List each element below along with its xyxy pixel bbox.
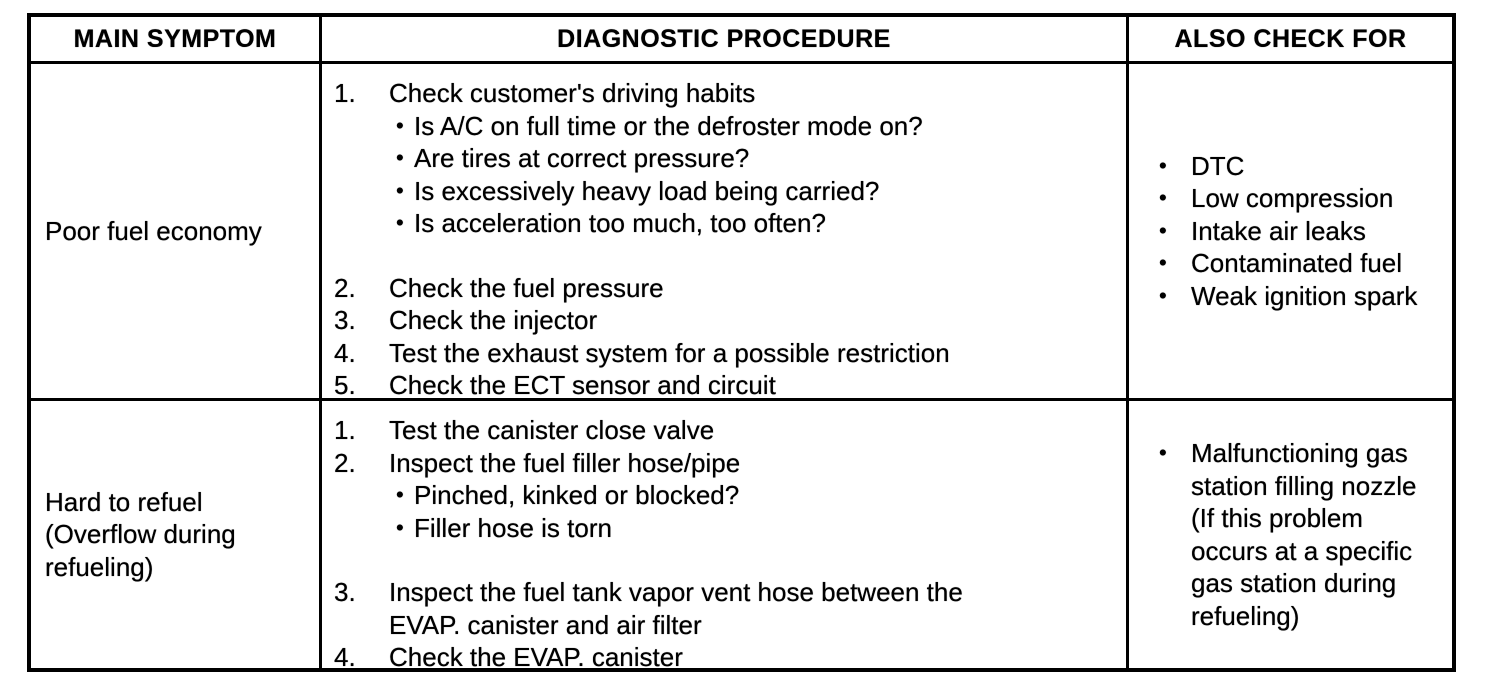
also-check-cell-poor-fuel-economy: • DTC • Low compression • Intake air lea… — [1129, 64, 1452, 401]
bullet-icon: • — [396, 482, 404, 507]
also-check-text: Low compression — [1191, 183, 1394, 214]
bullet-icon: • — [396, 177, 404, 203]
bullet-icon: • — [396, 145, 404, 170]
bullet-icon: • — [396, 112, 404, 138]
procedure-step: 1. Check customer's driving habits — [334, 77, 1126, 110]
column-header-also-check-for: ALSO CHECK FOR — [1129, 17, 1452, 64]
procedure-cell-poor-fuel-economy: 1. Check customer's driving habits • Is … — [322, 64, 1129, 401]
procedure-step: 5. Check the ECT sensor and circuit — [334, 369, 1126, 400]
procedure-step: 4. Check the EVAP. canister — [334, 641, 1126, 668]
procedure-step-text: Inspect the fuel filler hose/pipe — [389, 447, 741, 478]
procedure-step: 3. Check the injector — [334, 304, 1126, 337]
procedure-sub-text: Pinched, kinked or blocked? — [414, 480, 740, 510]
also-check-item: • Low compression — [1159, 182, 1452, 215]
procedure-cell-hard-to-refuel: 1. Test the canister close valve 2. Insp… — [322, 401, 1129, 668]
procedure-step: 3. Inspect the fuel tank vapor vent hose… — [334, 576, 1126, 641]
procedure-sub-bullet: • Filler hose is torn — [334, 512, 1126, 545]
procedure-sub-text: Is excessively heavy load being carried? — [414, 175, 880, 206]
also-check-item: • DTC — [1159, 150, 1452, 183]
procedure-sub-bullet: • Is excessively heavy load being carrie… — [334, 175, 1126, 208]
bullet-icon: • — [1159, 152, 1167, 178]
bullet-icon: • — [1159, 440, 1167, 465]
procedure-step-number: 1. — [334, 415, 356, 445]
also-check-item: • Intake air leaks — [1159, 215, 1452, 248]
procedure-sub-bullet: • Is acceleration too much, too often? — [334, 207, 1126, 240]
also-check-item: • Weak ignition spark — [1159, 280, 1452, 313]
bullet-icon: • — [1159, 217, 1167, 243]
procedure-step-text: Check the ECT sensor and circuit — [389, 370, 776, 400]
also-check-cell-hard-to-refuel: • Malfunctioning gas station filling noz… — [1129, 401, 1452, 668]
bullet-icon: • — [1159, 282, 1167, 308]
procedure-step-text: Test the canister close valve — [389, 415, 715, 445]
procedure-step-number: 4. — [334, 642, 356, 668]
procedure-step-number: 1. — [334, 78, 356, 108]
bullet-icon: • — [396, 514, 404, 540]
procedure-sub-bullet: • Is A/C on full time or the defroster m… — [334, 110, 1126, 143]
bullet-icon: • — [1159, 185, 1167, 211]
diagnostic-table: MAIN SYMPTOM DIAGNOSTIC PROCEDURE ALSO C… — [27, 13, 1456, 672]
procedure-step: 2. Inspect the fuel filler hose/pipe — [334, 447, 1126, 480]
procedure-step-number: 3. — [334, 577, 356, 607]
procedure-sub-text: Is acceleration too much, too often? — [414, 208, 826, 238]
procedure-step-text: Check the EVAP. canister — [389, 642, 683, 668]
procedure-step-number: 4. — [334, 337, 356, 368]
also-check-item: • Contaminated fuel — [1159, 247, 1452, 280]
procedure-step-text: Check customer's driving habits — [389, 78, 756, 108]
column-header-main-symptom: MAIN SYMPTOM — [31, 17, 322, 64]
procedure-step-number: 5. — [334, 370, 356, 400]
procedure-sub-text: Filler hose is torn — [414, 512, 612, 543]
procedure-step-text: Inspect the fuel tank vapor vent hose be… — [389, 577, 963, 640]
also-check-text: Malfunctioning gas station filling nozzl… — [1191, 438, 1417, 631]
procedure-step-text: Check the injector — [389, 305, 598, 335]
procedure-step-text: Check the fuel pressure — [389, 272, 664, 303]
procedure-sub-bullet: • Are tires at correct pressure? — [334, 142, 1126, 175]
also-check-text: Intake air leaks — [1191, 215, 1366, 246]
symptom-cell-hard-to-refuel: Hard to refuel (Overflow during refuelin… — [31, 401, 322, 668]
bullet-icon: • — [1159, 250, 1167, 276]
procedure-step: 4. Test the exhaust system for a possibl… — [334, 337, 1126, 370]
procedure-step-text: Test the exhaust system for a possible r… — [389, 337, 950, 368]
procedure-sub-text: Is A/C on full time or the defroster mod… — [414, 110, 923, 141]
procedure-step-number: 3. — [334, 305, 356, 335]
column-header-diagnostic-procedure: DIAGNOSTIC PROCEDURE — [322, 17, 1129, 64]
also-check-text: DTC — [1191, 150, 1245, 181]
symptom-label: Hard to refuel (Overflow during refuelin… — [45, 486, 236, 582]
bullet-icon: • — [396, 210, 404, 235]
procedure-sub-text: Are tires at correct pressure? — [414, 143, 750, 173]
procedure-step-number: 2. — [334, 447, 356, 478]
symptom-label: Poor fuel economy — [45, 215, 262, 246]
procedure-step-number: 2. — [334, 272, 356, 303]
procedure-step: 2. Check the fuel pressure — [334, 272, 1126, 305]
procedure-step: 1. Test the canister close valve — [334, 414, 1126, 447]
procedure-sub-bullet: • Pinched, kinked or blocked? — [334, 479, 1126, 512]
also-check-text: Weak ignition spark — [1191, 280, 1418, 311]
also-check-item: • Malfunctioning gas station filling noz… — [1159, 437, 1452, 632]
also-check-text: Contaminated fuel — [1191, 248, 1403, 279]
symptom-cell-poor-fuel-economy: Poor fuel economy — [31, 64, 322, 401]
